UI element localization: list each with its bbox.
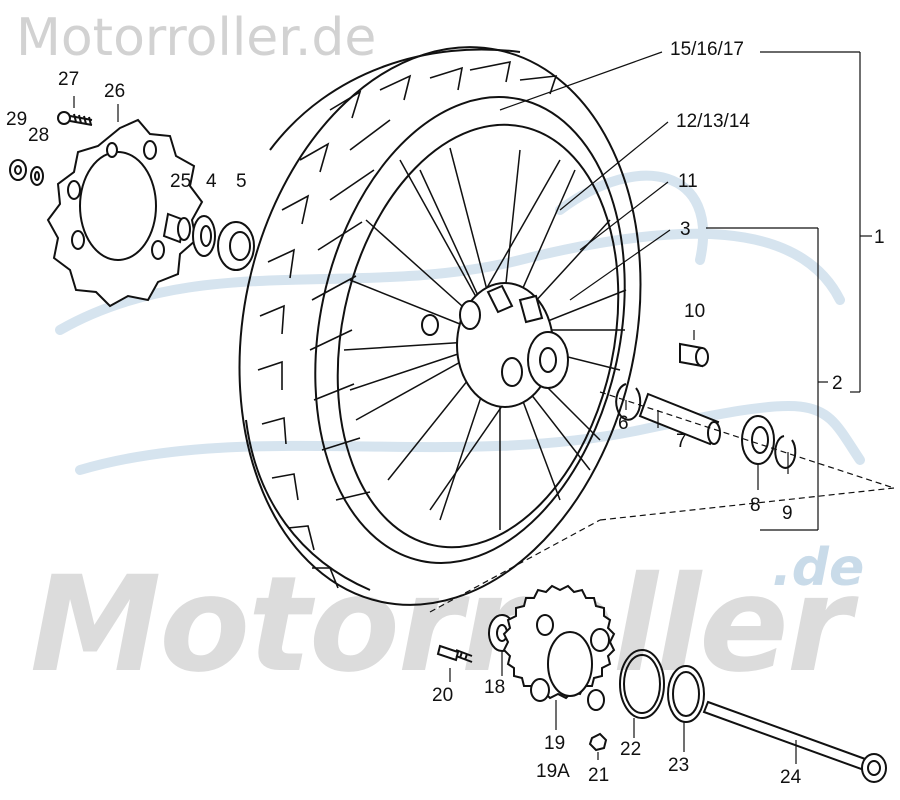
collar-10 <box>679 342 709 368</box>
oil-seal-4 <box>192 215 216 257</box>
watermark-suffix: .de <box>772 538 865 598</box>
label-28: 28 <box>28 125 50 146</box>
watermark-large: Motorroller <box>30 548 852 702</box>
label-1: 1 <box>874 227 885 248</box>
bearing-5 <box>217 221 255 271</box>
watermark-swoosh <box>55 170 865 475</box>
label-11: 11 <box>678 171 698 192</box>
label-15-16-17: 15/16/17 <box>670 39 744 60</box>
leader-lines <box>73 51 895 613</box>
leader-lines-lower <box>449 652 797 764</box>
sprocket-19 <box>502 584 616 711</box>
gasket-22 <box>619 649 665 719</box>
label-3: 3 <box>680 219 691 240</box>
nut-29 <box>9 159 27 181</box>
label-27: 27 <box>58 69 80 90</box>
label-12-13-14: 12/13/14 <box>676 111 750 132</box>
label-26: 26 <box>104 81 126 102</box>
nut-21 <box>588 732 608 752</box>
label-6: 6 <box>618 413 629 434</box>
spacer-25 <box>162 212 191 244</box>
bolt-20 <box>436 644 473 663</box>
label-5: 5 <box>236 171 247 192</box>
label-25: 25 <box>170 171 192 192</box>
label-2: 2 <box>832 373 843 394</box>
tire-tread <box>257 60 558 589</box>
label-4: 4 <box>206 171 217 192</box>
label-7: 7 <box>676 431 687 452</box>
wheel-hub <box>421 282 569 408</box>
plate-23 <box>667 665 705 723</box>
bolt-27 <box>57 111 93 126</box>
label-9: 9 <box>782 503 793 524</box>
brake-disc-26 <box>46 118 204 308</box>
label-19: 19 <box>544 733 566 754</box>
circlip-9 <box>774 435 797 469</box>
label-29: 29 <box>6 109 28 130</box>
label-10: 10 <box>684 301 706 322</box>
label-22: 22 <box>620 739 642 760</box>
label-24: 24 <box>780 767 802 788</box>
watermark-top: Motorroller.de <box>16 8 377 68</box>
bearing-8 <box>741 415 775 465</box>
label-23: 23 <box>668 755 690 776</box>
circlip-6 <box>615 383 642 421</box>
label-19a: 19A <box>536 761 570 782</box>
label-18: 18 <box>484 677 506 698</box>
washer-28 <box>30 166 44 186</box>
sleeve-7 <box>638 392 721 446</box>
axle-24 <box>702 700 887 783</box>
label-8: 8 <box>750 495 761 516</box>
label-20: 20 <box>432 685 454 706</box>
label-21: 21 <box>588 765 610 786</box>
rear-tire <box>238 46 642 606</box>
